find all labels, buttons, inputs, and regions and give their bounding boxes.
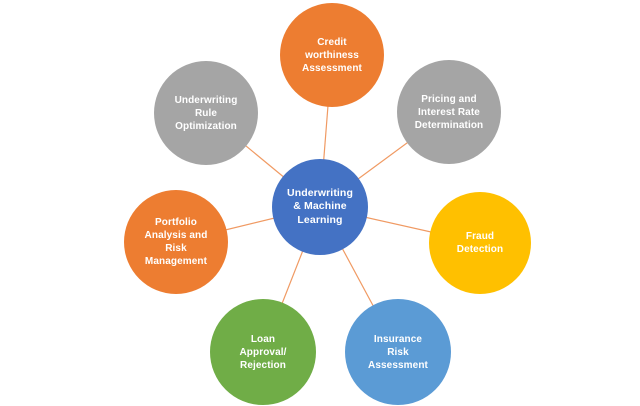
node-underwriting-machine-learning: Underwriting & Machine Learning <box>272 159 368 255</box>
node-credit-worthiness-assessment: Credit worthiness Assessment <box>280 3 384 107</box>
node-portfolio-analysis-and-risk-management: Portfolio Analysis and Risk Management <box>124 190 228 294</box>
node-loan-approval-rejection-label: Loan Approval/ Rejection <box>239 333 287 371</box>
node-credit-worthiness-assessment-label: Credit worthiness Assessment <box>302 36 362 74</box>
node-underwriting-machine-learning-label: Underwriting & Machine Learning <box>287 186 353 226</box>
node-underwriting-rule-optimization-label: Underwriting Rule Optimization <box>174 94 238 132</box>
node-pricing-and-interest-rate-determination-label: Pricing and Interest Rate Determination <box>414 93 484 131</box>
node-insurance-risk-assessment: Insurance Risk Assessment <box>345 299 451 405</box>
node-loan-approval-rejection: Loan Approval/ Rejection <box>210 299 316 405</box>
node-portfolio-analysis-and-risk-management-label: Portfolio Analysis and Risk Management <box>144 217 208 267</box>
node-underwriting-rule-optimization: Underwriting Rule Optimization <box>154 61 258 165</box>
node-insurance-risk-assessment-label: Insurance Risk Assessment <box>368 333 428 371</box>
node-fraud-detection: Fraud Detection <box>429 192 531 294</box>
node-pricing-and-interest-rate-determination: Pricing and Interest Rate Determination <box>397 60 501 164</box>
node-fraud-detection-label: Fraud Detection <box>456 231 504 255</box>
